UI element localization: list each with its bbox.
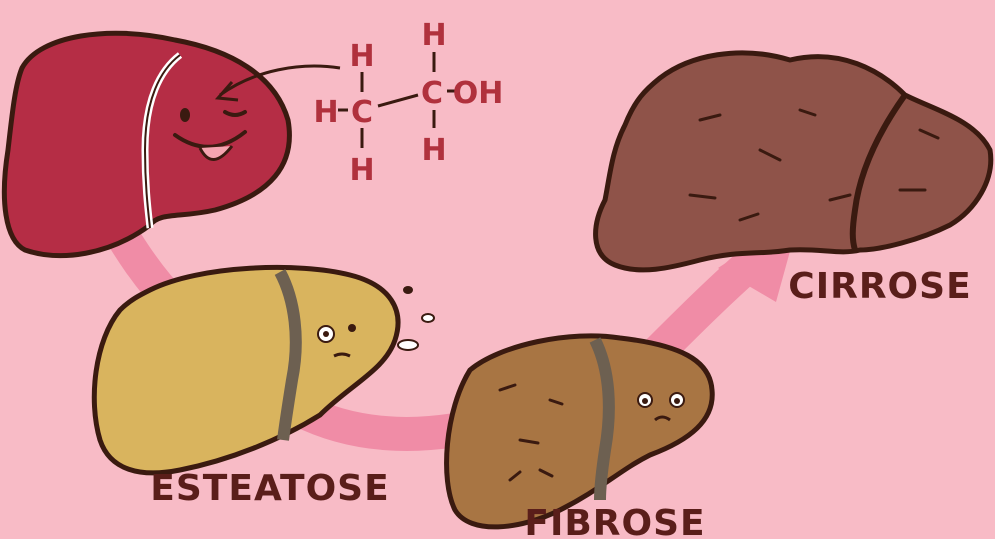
label-fibrose: FIBROSE (524, 503, 705, 539)
atom-h-top-left: H (349, 39, 374, 74)
cirrhotic-liver: CIRROSE (596, 53, 991, 307)
fatty-eye-right (348, 324, 356, 332)
atom-h-left: H (313, 95, 338, 130)
label-esteatose: ESTEATOSE (150, 468, 389, 509)
atom-oh: OH (453, 76, 504, 111)
fibrotic-liver: FIBROSE (447, 336, 713, 539)
atom-h-bottom-left: H (349, 153, 374, 188)
fatty-liver: ESTEATOSE (94, 267, 434, 509)
atom-h-top-right: H (421, 18, 446, 53)
atom-h-bottom-right: H (421, 133, 446, 168)
label-cirrose: CIRROSE (788, 266, 971, 307)
healthy-liver (4, 33, 289, 255)
atom-c-right: C (421, 76, 443, 111)
healthy-eye-left (180, 108, 190, 122)
fat-droplet-3 (398, 340, 418, 350)
fat-droplet-2 (422, 314, 434, 322)
fat-droplet-1 (403, 286, 413, 294)
atom-c-left: C (351, 95, 373, 130)
